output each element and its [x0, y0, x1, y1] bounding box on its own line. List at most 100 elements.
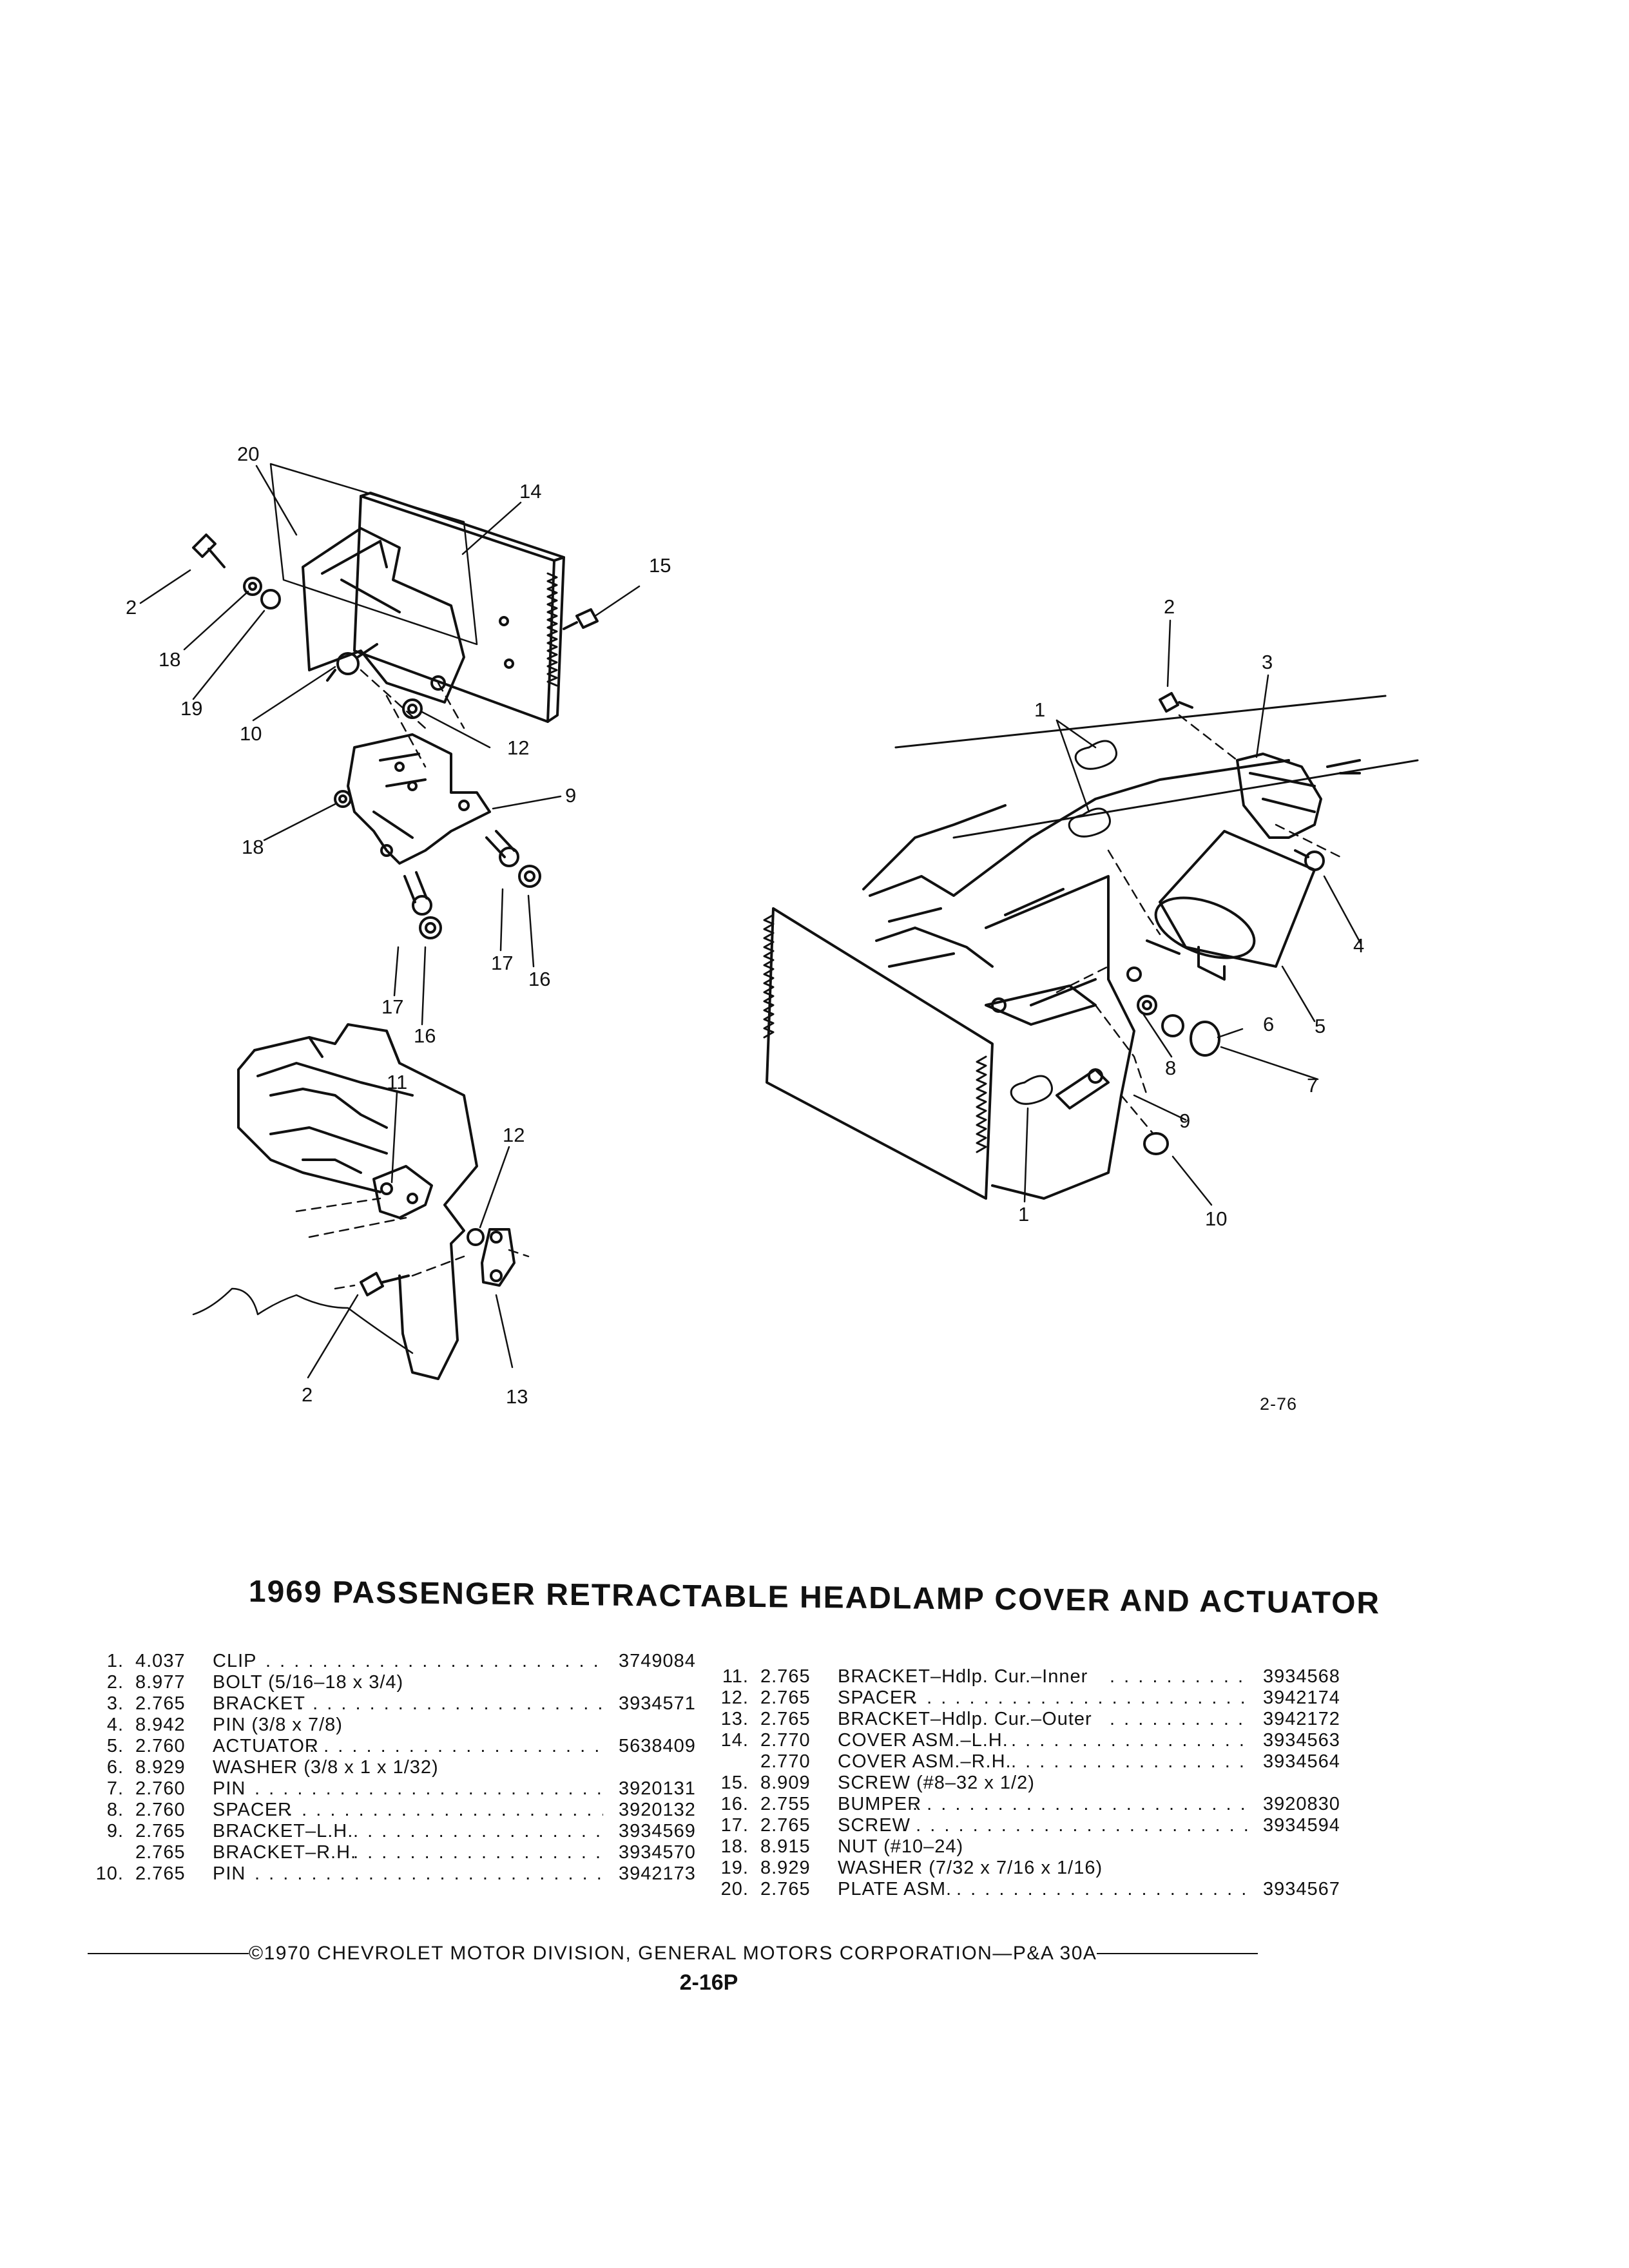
group-number: 2.770 [760, 1730, 811, 1751]
callout-label: 9 [565, 784, 576, 807]
part-description: BRACKET [213, 1693, 305, 1714]
leader-dots: . . . . . . . . . . . . . . . . . . . . … [1011, 1751, 1248, 1772]
page-title: 1969 PASSENGER RETRACTABLE HEADLAMP COVE… [248, 1574, 1381, 1621]
group-number: 8.909 [760, 1773, 811, 1793]
callout-label: 12 [507, 736, 529, 759]
callout-label: 7 [1307, 1074, 1318, 1097]
group-number: 2.765 [760, 1709, 811, 1729]
part-description: SCREW (#8–32 x 1/2) [838, 1773, 1035, 1793]
leader-dots: . . . . . . . . . . . . . . . . . . . . … [265, 1651, 603, 1671]
part-description: WASHER (3/8 x 1 x 1/32) [213, 1757, 439, 1778]
group-number: 2.765 [135, 1842, 186, 1863]
leader-dots: . . . . . . . . . . . . . . . . . . . . … [287, 1800, 603, 1820]
part-description: BUMPER [838, 1794, 922, 1814]
part-description: NUT (#10–24) [838, 1836, 964, 1857]
item-number: 19. [720, 1858, 749, 1878]
leader-dots: . . . . . . . . . . . . . . . . . . . . … [353, 1821, 603, 1841]
callout-label: 17 [491, 952, 513, 974]
part-description: PIN [213, 1778, 246, 1799]
part-description: ACTUATOR [213, 1736, 319, 1756]
part-description: BRACKET–Hdlp. Cur.–Outer [838, 1709, 1092, 1729]
part-number: 3942174 [1263, 1687, 1340, 1708]
group-number: 2.770 [760, 1751, 811, 1772]
callout-label: 1 [1034, 698, 1045, 721]
callout-label: 20 [237, 443, 259, 465]
part-number: 3934594 [1263, 1815, 1340, 1836]
exploded-view-illustration: 20 14 15 2 18 19 10 12 9 18 17 16 17 16 … [126, 443, 1419, 1408]
item-number: 11. [722, 1666, 749, 1687]
callout-label: 11 [387, 1071, 407, 1093]
group-number: 2.755 [760, 1794, 811, 1814]
left-bottom-assembly [192, 1023, 530, 1380]
item-number: 13. [720, 1709, 749, 1729]
leader-dots: . . . . . . . . . . . . . . . . . . . . … [1110, 1666, 1248, 1687]
leader-dots: . . . . . . . . . . . . . . . . . . . . … [255, 1863, 603, 1884]
callout-label: 16 [528, 968, 550, 990]
item-number: 10. [95, 1863, 124, 1884]
part-description: SPACER [213, 1800, 293, 1820]
footer-rule-left [88, 1953, 249, 1954]
footer-rule-right [1097, 1953, 1258, 1954]
group-number: 8.942 [135, 1715, 186, 1735]
part-description: PLATE ASM. [838, 1879, 952, 1899]
group-number: 2.765 [760, 1879, 811, 1899]
part-number: 3934567 [1263, 1879, 1340, 1899]
parts-list-row: 2.770 COVER ASM.–R.H.. . . . . . . . . . … [715, 1751, 1360, 1773]
callout-label: 15 [649, 554, 671, 577]
part-number: 3934563 [1263, 1730, 1340, 1751]
callout-label: 18 [242, 836, 264, 858]
group-number: 2.765 [760, 1815, 811, 1836]
item-number: 1. [106, 1651, 124, 1671]
item-number: 3. [106, 1693, 124, 1714]
part-number: 3934570 [619, 1842, 696, 1863]
item-number: 17. [720, 1815, 749, 1836]
part-number: 5638409 [619, 1736, 696, 1756]
part-number: 3920131 [619, 1778, 696, 1799]
part-number: 3934564 [1263, 1751, 1340, 1772]
part-description: COVER ASM.–R.H. [838, 1751, 1012, 1772]
part-description: BRACKET–L.H. [213, 1821, 354, 1841]
item-number: 6. [106, 1757, 124, 1778]
callout-label: 14 [519, 480, 541, 503]
parts-list-row: 13. 2.765 BRACKET–Hdlp. Cur.–Outer . . . . … [715, 1709, 1360, 1730]
leader-dots: . . . . . . . . . . . . . . . . . . . . … [956, 1879, 1248, 1899]
item-number: 4. [106, 1715, 124, 1735]
group-number: 2.765 [135, 1693, 186, 1714]
group-number: 2.760 [135, 1778, 186, 1799]
group-number: 2.760 [135, 1736, 186, 1756]
callout-label: 12 [503, 1124, 525, 1146]
leader-dots: . . . . . . . . . . . . . . . . . . . . … [1110, 1709, 1248, 1729]
leader-dots: . . . . . . . . . . . . . . . . . . . . … [901, 1815, 1248, 1836]
part-number: 3934568 [1263, 1666, 1340, 1687]
item-number: 5. [106, 1736, 124, 1756]
leader-dots: . . . . . . . . . . . . . . . . . . . . … [1011, 1730, 1248, 1751]
group-number: 2.765 [760, 1666, 811, 1687]
leader-dots: . . . . . . . . . . . . . . . . . . . . … [912, 1687, 1248, 1708]
part-description: PIN [213, 1863, 246, 1884]
left-top-assembly [139, 463, 641, 1026]
callout-label: 2 [126, 596, 137, 619]
part-description: WASHER (7/32 x 7/16 x 1/16) [838, 1858, 1103, 1878]
group-number: 2.765 [135, 1863, 186, 1884]
part-number: 3934571 [619, 1693, 696, 1714]
page-number: 2-16P [679, 1970, 738, 1995]
group-number: 2.765 [135, 1821, 186, 1841]
callout-label: 2 [1164, 595, 1175, 618]
part-description: BRACKET–Hdlp. Cur.–Inner [838, 1666, 1088, 1687]
callout-label: 8 [1165, 1057, 1176, 1079]
parts-list-row: 11. 2.765 BRACKET–Hdlp. Cur.–Inner . . . . … [715, 1666, 1360, 1687]
copyright-footer: ©1970 CHEVROLET MOTOR DIVISION, GENERAL … [88, 1943, 1331, 1965]
part-number: 3920830 [1263, 1794, 1340, 1814]
